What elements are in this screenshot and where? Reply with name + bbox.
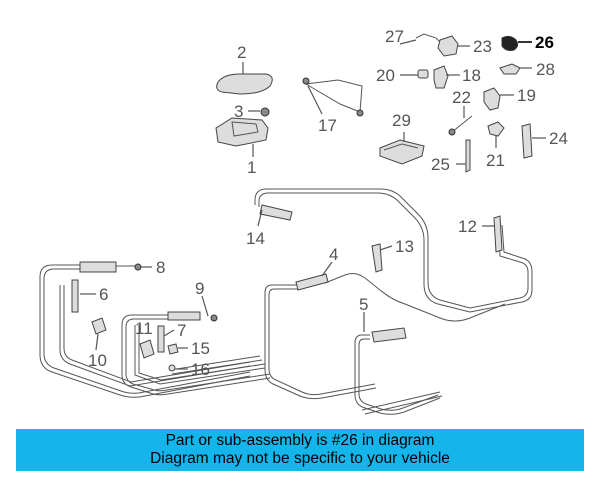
callout-23[interactable]: 23 — [473, 37, 492, 56]
callout-22[interactable]: 22 — [452, 88, 471, 107]
callout-19[interactable]: 19 — [517, 86, 536, 105]
callout-8[interactable]: 8 — [156, 258, 165, 277]
part-29-module — [379, 139, 425, 165]
part-9-cylinder — [167, 311, 201, 321]
part-4-cylinder — [295, 273, 329, 291]
callout-6[interactable]: 6 — [99, 285, 108, 304]
part-21-latch — [487, 121, 505, 137]
part-17-bracket — [304, 79, 363, 113]
callout-28[interactable]: 28 — [536, 60, 555, 79]
part-3-nut — [260, 107, 270, 117]
part-26-cap — [501, 35, 519, 51]
part-1-pump — [215, 117, 269, 147]
callout-4[interactable]: 4 — [329, 245, 338, 264]
banner-line-part-number: Part or sub-assembly is #26 in diagram — [165, 432, 435, 449]
part-23-valve — [437, 35, 459, 57]
callout-27[interactable]: 27 — [385, 27, 404, 46]
callout-3[interactable]: 3 — [234, 102, 243, 121]
part-24-rod — [521, 123, 533, 159]
callout-11[interactable]: 11 — [135, 319, 153, 338]
part-8-cylinder — [79, 261, 117, 273]
part-27-sensor — [415, 33, 441, 43]
callout-20[interactable]: 20 — [376, 66, 395, 85]
callout-26[interactable]: 26 — [535, 33, 554, 52]
part-5-cylinder — [371, 327, 407, 343]
parts-diagram: 2 3 1 17 27 23 26 28 20 18 19 29 22 21 2… — [39, 27, 568, 415]
callout-24[interactable]: 24 — [549, 129, 568, 148]
part-18-valve — [433, 65, 449, 89]
callout-25[interactable]: 25 — [431, 155, 450, 174]
callout-9[interactable]: 9 — [195, 279, 204, 298]
callout-17[interactable]: 17 — [318, 116, 337, 135]
callout-12[interactable]: 12 — [458, 217, 477, 236]
part-13-valve — [371, 243, 383, 273]
parts — [71, 33, 533, 372]
part-11-valve — [139, 339, 155, 359]
callout-14[interactable]: 14 — [246, 229, 265, 248]
callout-7[interactable]: 7 — [177, 321, 186, 340]
callout-2[interactable]: 2 — [237, 43, 246, 62]
callout-21[interactable]: 21 — [486, 151, 505, 170]
leader-lines — [80, 39, 546, 370]
callout-10[interactable]: 10 — [88, 351, 107, 370]
part-10-valve — [91, 317, 107, 335]
callout-16[interactable]: 16 — [191, 360, 210, 379]
hydraulic-lines — [39, 188, 533, 415]
part-2-cover — [216, 73, 273, 95]
callout-13[interactable]: 13 — [395, 237, 414, 256]
part-28-clip — [499, 63, 521, 75]
callouts: 2 3 1 17 27 23 26 28 20 18 19 29 22 21 2… — [88, 27, 568, 379]
part-25-sensor — [465, 139, 471, 173]
part-19-actuator — [483, 87, 501, 111]
part-16-fitting — [168, 364, 176, 372]
part-22-switch — [451, 115, 473, 133]
part-7-cylinder — [157, 325, 165, 353]
callout-15[interactable]: 15 — [191, 339, 210, 358]
part-12-cylinder — [493, 215, 503, 253]
part-20-plug — [417, 69, 429, 79]
callout-29[interactable]: 29 — [392, 111, 411, 130]
callout-5[interactable]: 5 — [359, 295, 368, 314]
part-6-cylinder — [71, 279, 79, 313]
info-banner: Part or sub-assembly is #26 in diagram D… — [16, 429, 584, 471]
part-14-cylinder — [259, 204, 293, 221]
callout-18[interactable]: 18 — [462, 66, 481, 85]
part-15-fitting — [167, 343, 179, 355]
callout-1[interactable]: 1 — [247, 158, 256, 177]
banner-line-disclaimer: Diagram may not be specific to your vehi… — [150, 450, 450, 467]
